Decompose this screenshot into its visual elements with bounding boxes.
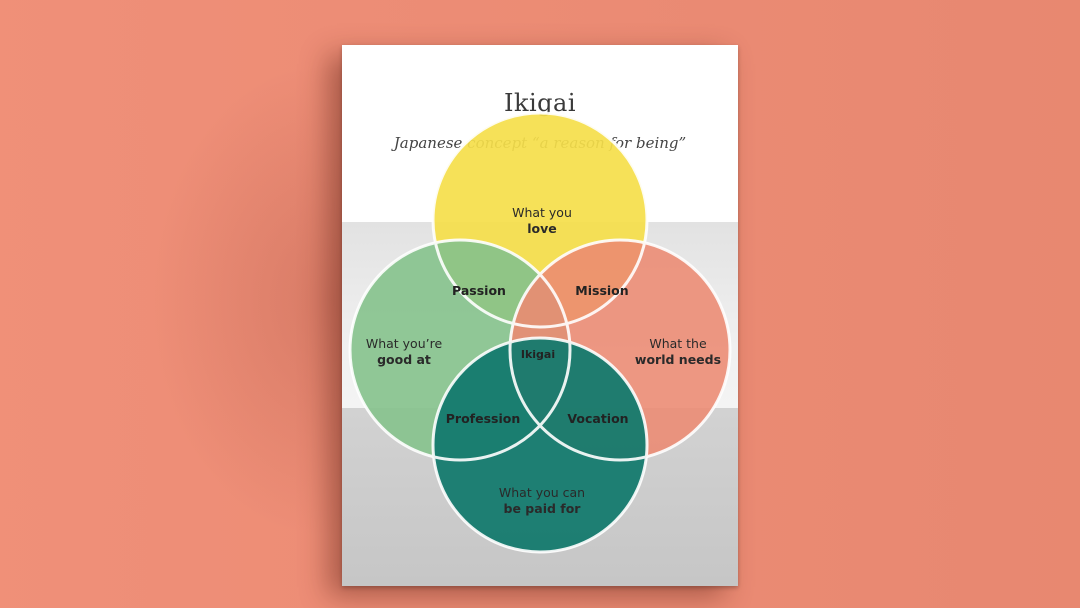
profession-label: Profession: [446, 411, 520, 426]
left-label-line2: good at: [377, 352, 431, 367]
vocation-label: Vocation: [567, 411, 628, 426]
mission-label: Mission: [575, 283, 628, 298]
top-label-line2: love: [527, 221, 557, 236]
outline-left: [348, 238, 572, 462]
outline-right: [508, 238, 732, 462]
bottom-label-line2: be paid for: [504, 501, 582, 516]
outline-top: [431, 111, 649, 329]
ikigai-center-label: Ikigai: [521, 348, 555, 361]
right-label-line1: What the: [649, 336, 707, 351]
passion-label: Passion: [452, 283, 506, 298]
left-label-line1: What you’re: [366, 336, 443, 351]
ikigai-venn-diagram: What you love What you’re good at What t…: [348, 111, 732, 554]
top-label-line1: What you: [512, 205, 572, 220]
outline-bottom: [431, 336, 649, 554]
bottom-label-line1: What you can: [499, 485, 585, 500]
circle-bottom: [433, 338, 647, 552]
right-label-line2: world needs: [635, 352, 721, 367]
